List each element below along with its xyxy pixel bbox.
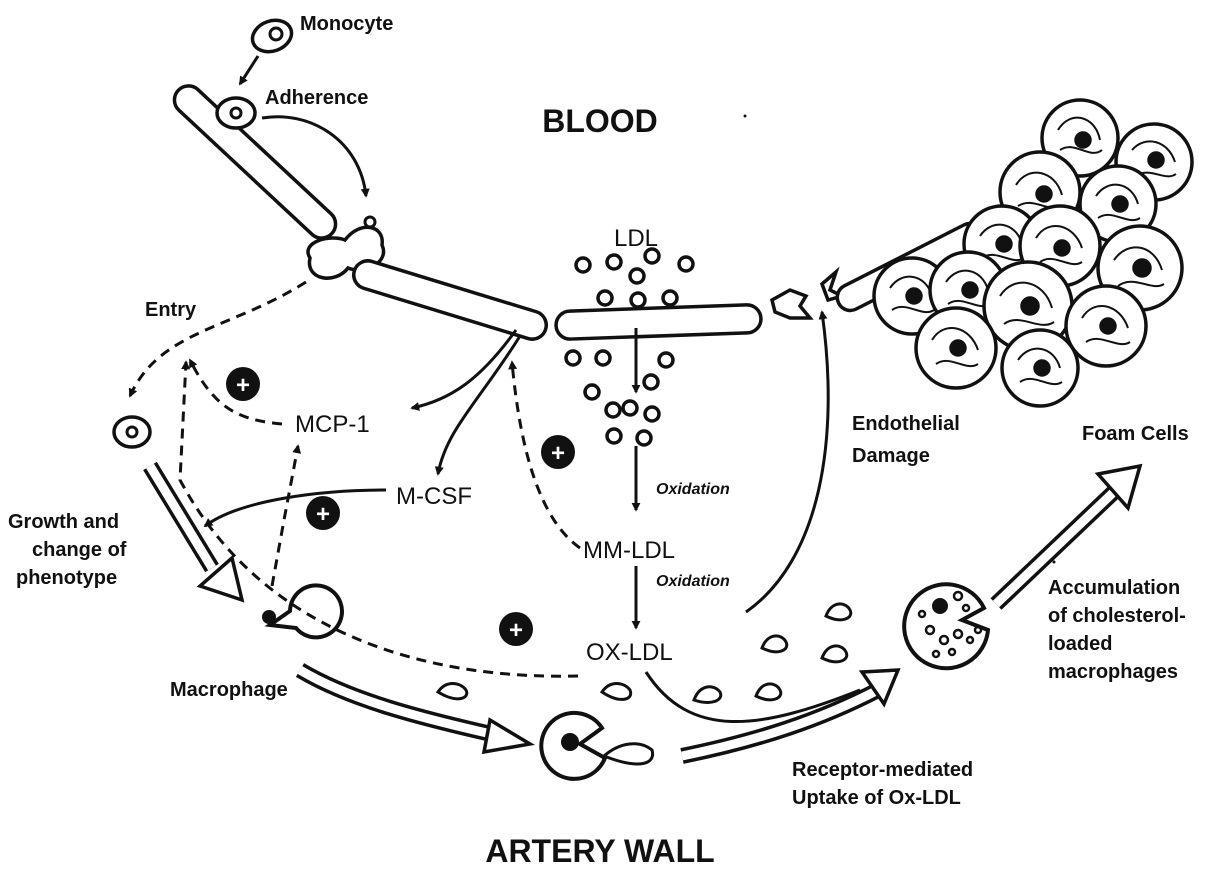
ldl-particles: [566, 249, 693, 445]
plus-badge-2: +: [306, 496, 340, 530]
accumulation-label-line-4: macrophages: [1048, 661, 1178, 683]
oxidation-label-2: Oxidation: [656, 573, 730, 590]
entry-label: Entry: [145, 299, 197, 321]
oxldl-label: OX-LDL: [586, 639, 673, 666]
accumulation-label-line-1: Accumulation: [1048, 577, 1180, 599]
plus-badge-4: +: [499, 612, 533, 646]
mcsf-label: M-CSF: [396, 483, 472, 510]
macrophage-label: Macrophage: [170, 679, 288, 701]
foam-cells-label: Foam Cells: [1082, 423, 1189, 445]
endothelial-label-line-1: Endothelial: [852, 413, 960, 435]
mcp1-label: MCP-1: [295, 411, 370, 438]
damaged-cell-fragment: [772, 290, 810, 318]
plus-badge-3: +: [541, 435, 575, 469]
endothelial-damage-arrow: [746, 312, 828, 612]
foam-cell: [1002, 330, 1078, 406]
adherent-monocyte-icon: [217, 98, 255, 128]
migration-arrow: [300, 670, 530, 752]
plus-badge-1: +: [226, 367, 260, 401]
growth-label-line-3: phenotype: [16, 567, 117, 589]
endothelial-cell-3: [556, 304, 762, 339]
adherence-label: Adherence: [265, 87, 368, 109]
mcsf-release-arrow: [438, 336, 520, 474]
svg-text:+: +: [236, 372, 250, 399]
svg-text:+: +: [551, 440, 565, 467]
migrating-monocyte-nucleus-icon: [365, 217, 375, 227]
receptor-label-line-1: Receptor-mediated: [792, 759, 973, 781]
growth-label-line-1: Growth and: [8, 511, 119, 533]
accumulation-label-line-2: of cholesterol-: [1048, 605, 1186, 627]
svg-text:+: +: [509, 617, 523, 644]
macrophage-icon: [262, 585, 342, 637]
growth-arrow: [150, 466, 242, 600]
artery-wall-title: ARTERY WALL: [485, 833, 714, 869]
receptor-label-line-2: Uptake of Ox-LDL: [792, 787, 961, 809]
speck: [744, 115, 747, 118]
mcp1-release-arrow: [412, 330, 516, 408]
blood-title: BLOOD: [542, 103, 658, 139]
monocyte-label: Monocyte: [300, 13, 393, 35]
accumulation-label-line-3: loaded: [1048, 633, 1112, 655]
oxidation-label-1: Oxidation: [656, 481, 730, 498]
monocyte-icon: [248, 15, 296, 57]
endothelial-cell-2: [350, 257, 549, 342]
uptake-macrophage-icon: [541, 713, 652, 779]
endothelial-label-line-2: Damage: [852, 445, 930, 467]
foam-cell: [1066, 286, 1146, 366]
mcsf-to-growth-arrow: [205, 490, 386, 526]
speck: [1053, 561, 1056, 564]
foam-cell: [916, 308, 996, 388]
monocyte-arrow: [240, 56, 258, 84]
svg-text:+: +: [316, 501, 330, 528]
entered-monocyte-icon: [114, 417, 150, 447]
macrophage-to-mcp1-arrow: [272, 446, 298, 586]
mmldl-label: MM-LDL: [583, 537, 675, 564]
loaded-macrophage-icon: [904, 584, 988, 668]
growth-label-line-2: change of: [32, 539, 127, 561]
